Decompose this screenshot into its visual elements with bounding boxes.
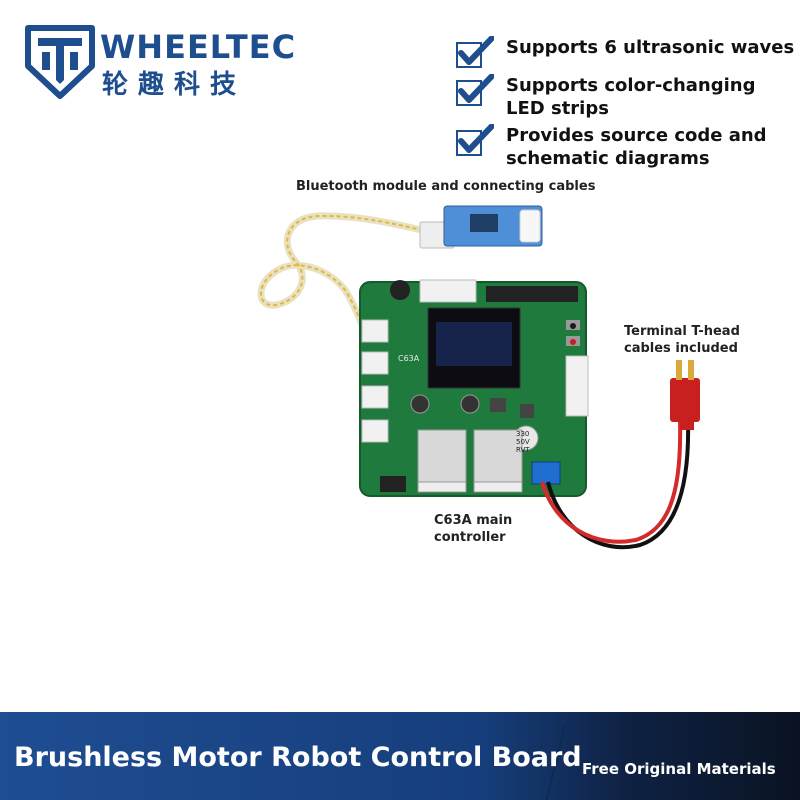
- banner-subtitle: Free Original Materials: [582, 760, 776, 778]
- product-photo: [257, 205, 700, 550]
- wheeltec-logo: [25, 25, 95, 99]
- feature-text: Supports color-changing LED strips: [506, 75, 756, 119]
- feature-item: Supports 6 ultrasonic waves: [456, 36, 796, 68]
- banner-title: Brushless Motor Robot Control Board: [14, 742, 582, 773]
- controller-caption: C63A main controller: [434, 513, 513, 545]
- check-icon: [456, 36, 494, 68]
- feature-item: Provides source code and schematic diagr…: [456, 124, 796, 170]
- brand-name-cn: 轮趣科技: [102, 70, 247, 100]
- check-icon: [456, 124, 494, 156]
- feature-item: Supports color-changing LED strips: [456, 74, 796, 120]
- t-plug: [670, 360, 700, 430]
- bluetooth-caption: Bluetooth module and connecting cables: [296, 179, 596, 194]
- controller-board: [359, 279, 589, 497]
- capacitor-label: 330 50V RVT: [516, 430, 530, 454]
- board-model-label: C63A: [398, 354, 420, 363]
- terminal-caption: Terminal T-head cables included: [624, 324, 740, 356]
- feature-text: Supports 6 ultrasonic waves: [506, 37, 795, 58]
- check-icon: [456, 74, 494, 106]
- brand-name: WHEELTEC: [100, 28, 297, 66]
- bluetooth-module: [419, 205, 543, 249]
- bottom-banner: [0, 712, 800, 800]
- feature-text: Provides source code and schematic diagr…: [506, 125, 767, 169]
